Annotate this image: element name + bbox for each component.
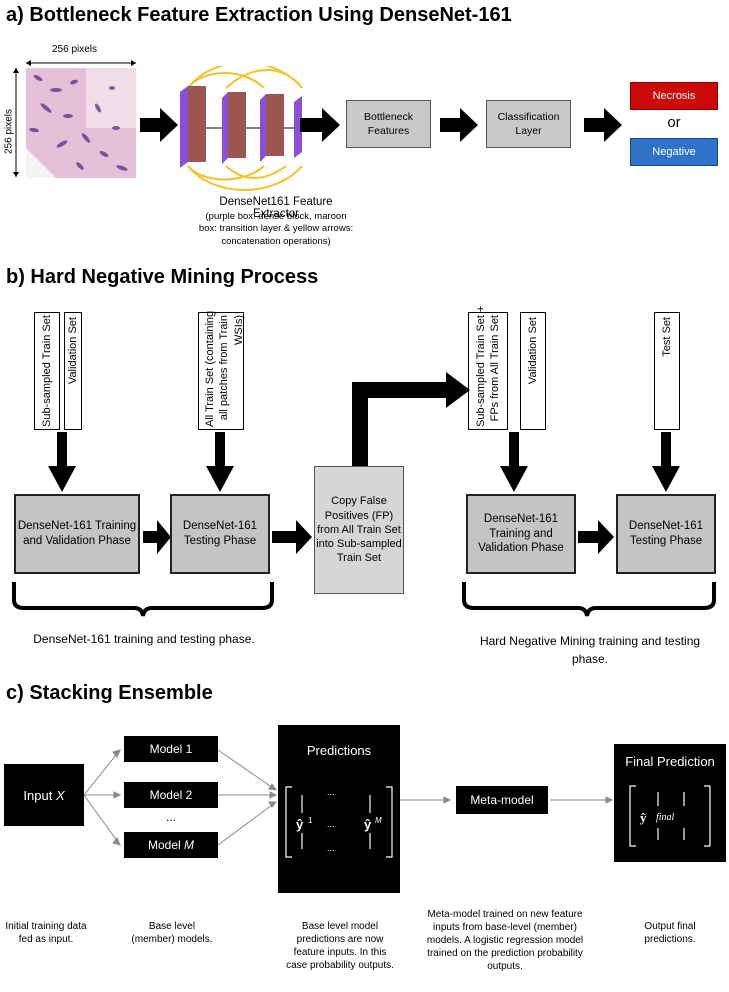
arrow-classification-to-output — [584, 108, 622, 142]
subsampled-fp-set-box: Sub-sampled Train Set +FPs from All Trai… — [468, 305, 508, 430]
validation-set-box-1: Validation Set — [64, 312, 82, 430]
svg-text:ŷ: ŷ — [296, 817, 304, 832]
stacking-connectors — [83, 749, 614, 846]
subsampled-fp-set-label: Sub-sampled Train Set +FPs from All Trai… — [475, 305, 502, 427]
test-set-box: Test Set — [654, 312, 680, 430]
train-val-phase-box-2: DenseNet-161 Training and Validation Pha… — [466, 494, 576, 574]
extractor-title: DenseNet161 Feature Extractor — [219, 196, 333, 220]
necrosis-label: Necrosis — [630, 82, 718, 110]
caption-predictions: Base level model predictions are now fea… — [286, 921, 394, 971]
svg-text:ŷ: ŷ — [640, 810, 647, 825]
caption-base: Base level (member) models. — [131, 921, 213, 945]
svg-text:...: ... — [327, 843, 335, 853]
section-b-title: b) Hard Negative Mining Process — [6, 266, 319, 288]
model-dots: ... — [165, 810, 176, 824]
caption-final: Output final predictions. — [644, 921, 696, 945]
predictions-matrix: ... ... ... ŷ 1 ŷ M — [285, 786, 393, 858]
width-label: 256 pixels — [52, 44, 98, 55]
brace-label-1: DenseNet-161 training and testing phase. — [33, 632, 255, 646]
subsampled-train-set-label: Sub-sampled Train Set — [41, 315, 53, 427]
extractor-caption: (purple box: dense block, maroon box: tr… — [198, 211, 354, 247]
final-prediction-matrix: ŷ final — [629, 785, 711, 847]
meta-model-box: Meta-model — [456, 786, 548, 814]
brace-1 — [12, 582, 274, 617]
caption-input: Initial training data fed as input. — [5, 921, 87, 945]
section-c-title: c) Stacking Ensemble — [6, 682, 213, 704]
arrow-down-2 — [206, 432, 234, 492]
arrow-down-3 — [500, 432, 528, 492]
subsampled-train-set-box: Sub-sampled Train Set — [34, 312, 60, 430]
arrow-right-b1 — [143, 520, 171, 554]
arrow-right-b3 — [578, 520, 614, 554]
caption-meta: Meta-model trained on new feature inputs… — [426, 909, 584, 972]
negative-label: Negative — [630, 138, 718, 166]
test-set-label: Test Set — [661, 317, 673, 357]
bottleneck-features-box: Bottleneck Features — [346, 100, 431, 148]
arrow-down-1 — [48, 432, 76, 492]
svg-text:M: M — [375, 816, 382, 825]
svg-text:...: ... — [327, 819, 335, 829]
svg-text:1: 1 — [308, 816, 313, 825]
arrow-extractor-to-bottleneck — [300, 108, 340, 142]
classification-layer-box: Classification Layer — [486, 100, 571, 148]
height-label: 256 pixels — [3, 108, 15, 155]
input-x-box: Input X — [4, 764, 84, 826]
testing-phase-box-1: DenseNet-161 Testing Phase — [170, 494, 270, 574]
svg-text:final: final — [656, 812, 675, 823]
arrow-image-to-extractor — [140, 108, 178, 142]
testing-phase-box-2: DenseNet-161 Testing Phase — [616, 494, 716, 574]
final-prediction-title: Final Prediction — [625, 754, 715, 769]
validation-set-box-2: Validation Set — [520, 312, 546, 430]
train-val-phase-box-1: DenseNet-161 Training and Validation Pha… — [14, 494, 140, 574]
predictions-title: Predictions — [306, 743, 372, 758]
elbow-arrow-copy-to-subsampled — [352, 372, 470, 466]
copy-fp-box: Copy False Positives (FP) from All Train… — [314, 466, 404, 594]
densenet-extractor-graphic — [180, 66, 304, 191]
validation-set-label-2: Validation Set — [527, 317, 539, 385]
tissue-image — [26, 68, 136, 178]
arrow-right-b2 — [272, 520, 312, 554]
brace-2 — [462, 582, 716, 617]
validation-set-label-1: Validation Set — [67, 317, 79, 385]
predictions-box: Predictions ... ... ... ŷ 1 ŷ M — [278, 725, 400, 893]
model-1-box: Model 1 — [124, 736, 218, 762]
final-prediction-box: Final Prediction ŷ final — [614, 744, 726, 862]
model-m-box: Model M — [124, 832, 218, 858]
or-label: or — [667, 114, 681, 131]
arrow-bottleneck-to-classification — [440, 108, 478, 142]
model-2-box: Model 2 — [124, 782, 218, 808]
svg-text:...: ... — [327, 787, 335, 797]
svg-text:ŷ: ŷ — [364, 817, 372, 832]
section-a-title: a) Bottleneck Feature Extraction Using D… — [6, 4, 512, 26]
arrow-down-4 — [652, 432, 680, 492]
brace-label-2: Hard Negative Mining training and testin… — [479, 634, 701, 666]
dimension-arrows — [13, 60, 136, 177]
